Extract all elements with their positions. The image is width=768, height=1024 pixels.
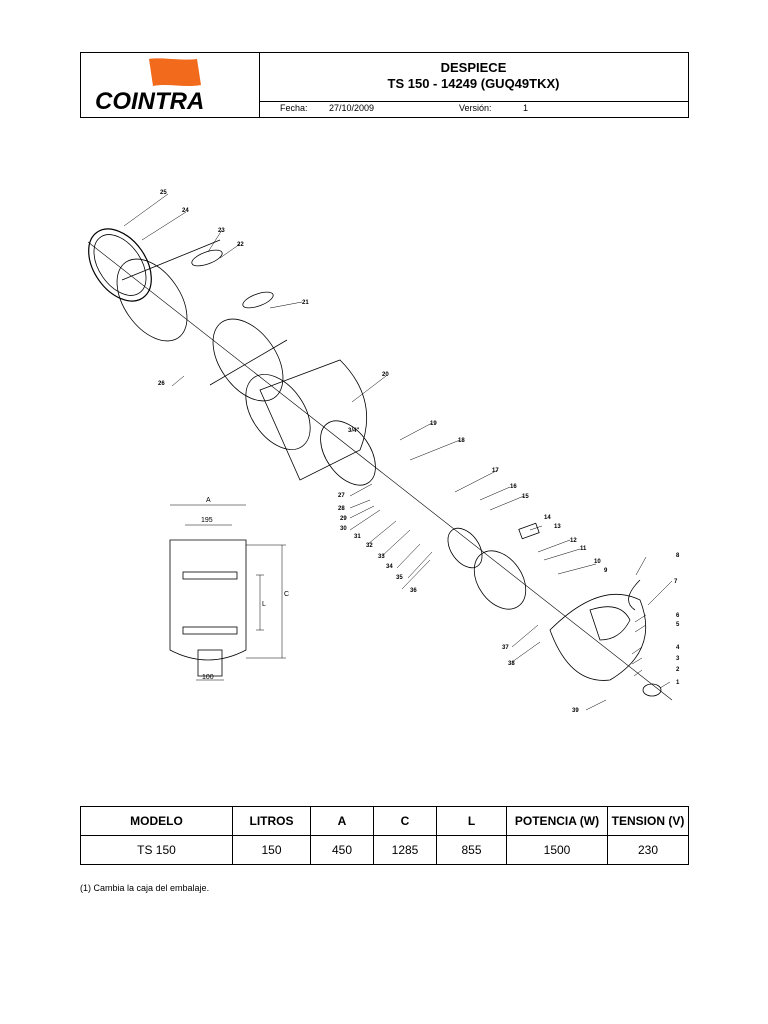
part-label-9: 9 <box>604 568 608 574</box>
specs-header-row: MODELO LITROS A C L POTENCIA (W) TENSION… <box>80 806 689 836</box>
title-cell: DESPIECE TS 150 - 14249 (GUQ49TKX) <box>259 53 688 102</box>
part-label-15: 15 <box>522 494 529 500</box>
part-label-31: 31 <box>354 534 361 540</box>
meta-row: Fecha: 27/10/2009 Versión: 1 <box>259 101 688 117</box>
specs-header-cell: C <box>373 806 437 836</box>
part-label-7: 7 <box>674 579 678 585</box>
part-label-25: 25 <box>160 190 167 196</box>
part-label-11: 11 <box>580 546 587 552</box>
specs-header-cell: TENSION (V) <box>607 806 689 836</box>
specs-cell: TS 150 <box>80 835 233 865</box>
specs-header-cell: L <box>436 806 507 836</box>
part-label-14: 14 <box>544 515 551 521</box>
part-label-10: 10 <box>594 559 601 565</box>
specs-cell: 150 <box>232 835 311 865</box>
logo-text: COINTRA <box>95 88 204 115</box>
part-label-28: 28 <box>338 506 345 512</box>
specs-header-cell: A <box>310 806 374 836</box>
part-label-38: 38 <box>508 661 515 667</box>
part-label-24: 24 <box>182 208 189 214</box>
part-label-1: 1 <box>676 680 680 686</box>
part-label-34: 34 <box>386 564 393 570</box>
footnote: (1) Cambia la caja del embalaje. <box>80 883 210 893</box>
specs-header-cell: POTENCIA (W) <box>506 806 608 836</box>
header-box: COINTRA DESPIECE TS 150 - 14249 (GUQ49TK… <box>80 52 689 118</box>
part-label-17: 17 <box>492 468 499 474</box>
date-value: 27/10/2009 <box>329 103 375 113</box>
specs-table: MODELO LITROS A C L POTENCIA (W) TENSION… <box>80 806 689 865</box>
part-label-33: 33 <box>378 554 385 560</box>
specs-cell: 450 <box>310 835 374 865</box>
table-row: TS 150 150 450 1285 855 1500 230 <box>80 835 689 865</box>
dim-label-l: L <box>262 601 266 608</box>
document-title: DESPIECE <box>440 60 507 75</box>
part-label-20: 20 <box>382 372 389 378</box>
logo-flag <box>149 58 201 86</box>
part-label-22: 22 <box>237 242 244 248</box>
version-label: Versión: <box>459 103 492 113</box>
specs-cell: 1500 <box>506 835 608 865</box>
part-label-27: 27 <box>338 493 345 499</box>
part-label-4: 4 <box>676 645 680 651</box>
dim-label-100: 100 <box>202 674 214 681</box>
dim-label-c: C <box>284 591 289 598</box>
part-label-29: 29 <box>340 516 347 522</box>
dim-label-195: 195 <box>201 517 213 524</box>
part-label-35: 35 <box>396 575 403 581</box>
specs-header-cell: MODELO <box>80 806 233 836</box>
version-value: 1 <box>523 103 529 113</box>
part-label-26: 26 <box>158 381 165 387</box>
part-label-16: 16 <box>510 484 517 490</box>
part-label-2: 2 <box>676 667 680 673</box>
cointra-logo: COINTRA <box>95 58 204 115</box>
part-label-3: 3 <box>676 656 680 662</box>
part-label-12: 12 <box>570 538 577 544</box>
logo-cell: COINTRA <box>81 53 260 117</box>
specs-header-cell: LITROS <box>232 806 311 836</box>
thread-label: 3/4" <box>348 428 359 434</box>
part-label-13: 13 <box>554 524 561 530</box>
part-label-23: 23 <box>218 228 225 234</box>
part-label-5: 5 <box>676 622 680 628</box>
part-label-18: 18 <box>458 438 465 444</box>
part-label-30: 30 <box>340 526 347 532</box>
exploded-view-drawing: 25 24 23 22 21 20 3/4" 19 18 17 16 15 14… <box>87 190 680 714</box>
part-label-37: 37 <box>502 645 509 651</box>
specs-cell: 1285 <box>373 835 437 865</box>
part-label-19: 19 <box>430 421 437 427</box>
part-label-32: 32 <box>366 543 373 549</box>
part-label-6: 6 <box>676 613 680 619</box>
date-label: Fecha: <box>280 103 308 113</box>
part-label-36: 36 <box>410 588 417 594</box>
dim-label-a: A <box>206 497 211 504</box>
part-label-39: 39 <box>572 708 579 714</box>
specs-cell: 855 <box>436 835 507 865</box>
part-label-21: 21 <box>302 300 309 306</box>
specs-cell: 230 <box>607 835 689 865</box>
part-label-8: 8 <box>676 553 680 559</box>
document-subtitle: TS 150 - 14249 (GUQ49TKX) <box>387 76 560 91</box>
